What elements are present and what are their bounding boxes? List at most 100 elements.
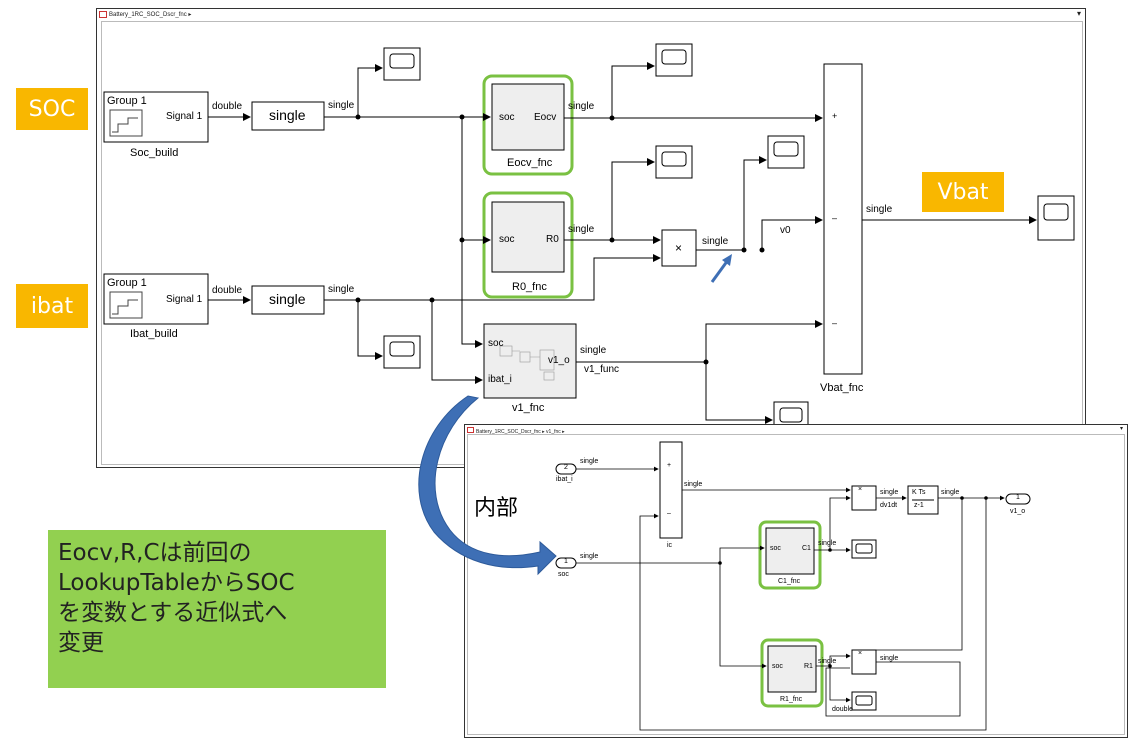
note-line: LookupTableからSOC — [58, 570, 295, 596]
main-model-window: Battery_1RC_SOC_Dscr_fnc ▸ ▾ — [96, 8, 1086, 468]
soc-tag: SOC — [16, 88, 88, 130]
signal-type-label: single — [818, 658, 837, 665]
product-glyph: × — [675, 241, 683, 255]
dv1dt-label: dv1dt — [880, 502, 898, 509]
eocv-name: Eocv_fnc — [507, 157, 553, 169]
v1-in2-port: ibat_i — [488, 374, 512, 385]
divide-block[interactable] — [851, 649, 877, 675]
model-icon — [99, 11, 107, 18]
v1-name: v1_fnc — [512, 402, 545, 414]
c1-out-port: C1 — [802, 545, 811, 552]
note-callout: Eocv,R,Cは前回の LookupTableからSOC を変数とする近似式へ… — [48, 530, 386, 688]
ibat-build-name: Ibat_build — [130, 328, 178, 340]
c1-block[interactable] — [765, 527, 815, 575]
signal-type-label: single — [866, 204, 893, 215]
eocv-in-port: soc — [499, 112, 515, 123]
scope-icon[interactable] — [383, 47, 421, 81]
ibat-build-block[interactable] — [103, 273, 209, 325]
r1-name: R1_fnc — [780, 696, 803, 703]
sub-breadcrumb[interactable]: Battery_1RC_SOC_Dscr_fnc ▸ v1_fnc ▸ — [467, 427, 565, 435]
scope-icon[interactable] — [1037, 195, 1075, 241]
vbat-minus-port: – — [832, 213, 838, 223]
r0-out-port: R0 — [546, 234, 559, 245]
ibat-tag: ibat — [16, 284, 88, 328]
v1-block[interactable] — [483, 323, 577, 399]
signal-type-label: single — [818, 540, 837, 547]
breadcrumb[interactable]: Battery_1RC_SOC_Dscr_fnc ▸ — [99, 11, 191, 18]
r0-name: R0_fnc — [512, 281, 547, 293]
divide-glyph: × — [858, 650, 863, 657]
vbat-minus-port: – — [832, 318, 838, 328]
signal-type-label: single — [328, 100, 355, 111]
integrator-num: K Ts — [912, 489, 926, 496]
scope-icon[interactable] — [851, 691, 877, 711]
soc-build-block[interactable] — [103, 91, 209, 143]
ibat-build-signal: Signal 1 — [166, 294, 203, 305]
sub-canvas-frame — [467, 434, 1125, 735]
c1-highlight — [758, 520, 822, 590]
vbat-tag: Vbat — [922, 172, 1004, 212]
convert-block-soc[interactable] — [251, 101, 325, 131]
outport-v1-num: 1 — [1016, 494, 1020, 501]
signal-type-label: single — [684, 481, 703, 488]
inport-ibat-num: 2 — [564, 464, 568, 471]
ic-label: ic — [667, 542, 673, 549]
signal-type-label: single — [580, 458, 599, 465]
signal-type-label: double — [832, 706, 854, 713]
ic-plus: + — [667, 462, 672, 469]
soc-build-name: Soc_build — [130, 147, 179, 159]
v1-out-port: v1_o — [548, 355, 570, 366]
vbat-name: Vbat_fnc — [820, 382, 864, 394]
eocv-out-port: Eocv — [534, 112, 557, 123]
scope-icon[interactable] — [383, 335, 421, 369]
r0-in-port: soc — [499, 234, 515, 245]
signal-type-label: single — [580, 553, 599, 560]
chevron-down-icon[interactable]: ▾ — [1076, 9, 1081, 18]
r1-highlight — [760, 638, 824, 708]
signal-type-label: single — [568, 224, 595, 235]
eocv-highlight — [482, 74, 574, 176]
r0-block[interactable] — [491, 201, 565, 273]
v0-label: v0 — [780, 225, 791, 236]
r1-in-port: soc — [772, 663, 783, 670]
convert-soc-label: single — [269, 107, 306, 123]
r1-block[interactable] — [767, 645, 817, 693]
scope-icon[interactable] — [851, 539, 877, 559]
convert-ibat-label: single — [269, 291, 306, 307]
divide-glyph: × — [858, 486, 863, 493]
note-line: 変更 — [58, 630, 104, 656]
note-line: Eocv,R,Cは前回の — [58, 540, 252, 566]
soc-build-signal: Signal 1 — [166, 111, 203, 122]
scope-icon[interactable] — [655, 43, 693, 77]
model-icon — [467, 427, 474, 433]
c1-name: C1_fnc — [778, 578, 801, 585]
integrator-den: z-1 — [914, 502, 924, 509]
signal-type-label: single — [880, 655, 899, 662]
scope-icon[interactable] — [767, 135, 805, 169]
signal-type-label: double — [212, 285, 243, 296]
vbat-plus-port: + — [832, 111, 838, 121]
outport-v1[interactable] — [1005, 493, 1031, 505]
ibat-build-group: Group 1 — [107, 277, 147, 289]
chevron-down-icon[interactable]: ▾ — [1119, 426, 1123, 432]
inport-soc-num: 1 — [564, 558, 568, 565]
scope-icon[interactable] — [773, 401, 809, 427]
r1-out-port: R1 — [804, 663, 813, 670]
scope-icon[interactable] — [655, 145, 693, 179]
product-block[interactable] — [661, 229, 697, 267]
signal-type-label: double — [212, 101, 243, 112]
c1-in-port: soc — [770, 545, 781, 552]
outport-v1-name: v1_o — [1010, 508, 1026, 515]
note-line: を変数とする近似式へ — [58, 600, 288, 626]
soc-build-group: Group 1 — [107, 95, 147, 107]
convert-block-ibat[interactable] — [251, 285, 325, 315]
naibu-label: 内部 — [474, 496, 519, 521]
eocv-block[interactable] — [491, 83, 565, 151]
signal-type-label: single — [580, 345, 607, 356]
v1-func-label: v1_func — [584, 364, 620, 375]
signal-type-label: single — [568, 101, 595, 112]
vbat-block[interactable] — [823, 63, 863, 375]
